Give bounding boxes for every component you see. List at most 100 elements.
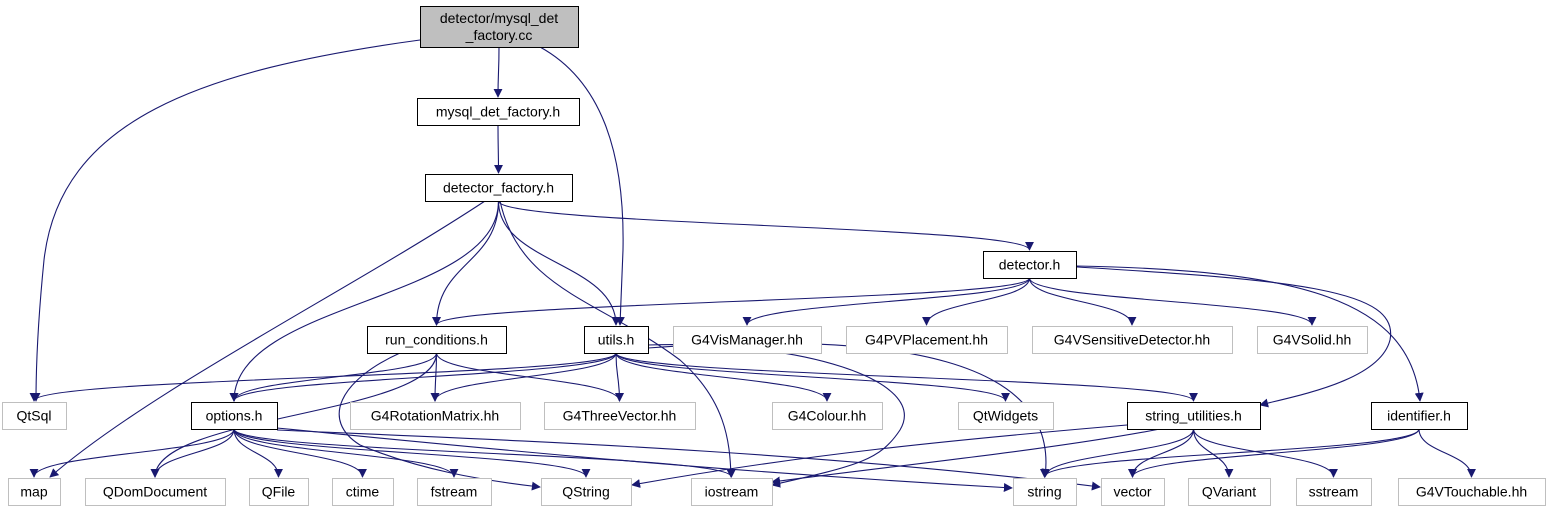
node-label: detector_factory.h bbox=[443, 180, 554, 196]
edge-detector-factory-h-to-map bbox=[49, 200, 486, 478]
node-label: fstream bbox=[431, 484, 478, 500]
node-run-conditions-h[interactable]: run_conditions.h bbox=[367, 326, 507, 354]
node-G4ThreeVector[interactable]: G4ThreeVector.hh bbox=[544, 402, 696, 430]
node-box bbox=[772, 402, 883, 430]
node-label: G4PVPlacement.hh bbox=[865, 332, 988, 348]
node-G4Colour[interactable]: G4Colour.hh bbox=[772, 402, 883, 430]
node-map[interactable]: map bbox=[8, 478, 61, 506]
node-string-utilities-h[interactable]: string_utilities.h bbox=[1127, 402, 1261, 430]
node-label: vector bbox=[1113, 484, 1151, 500]
node-G4RotationMatrix[interactable]: G4RotationMatrix.hh bbox=[350, 402, 521, 430]
node-G4VSolid[interactable]: G4VSolid.hh bbox=[1257, 326, 1368, 354]
node-box bbox=[85, 478, 226, 506]
edge-detector-h-to-string-utilities-h bbox=[1059, 265, 1392, 408]
node-label: string bbox=[1027, 484, 1061, 500]
nodes: detector/mysql_det_factory.cc mysql_det_f… bbox=[2, 6, 1546, 506]
edge-mysql-det-factory-h-to-detector-factory-h bbox=[493, 124, 503, 174]
edge-options-h-to-QFile bbox=[233, 428, 283, 478]
edge-utils-h-to-G4Colour bbox=[615, 352, 832, 402]
node-box bbox=[2, 402, 67, 430]
edge-options-h-to-QString bbox=[233, 428, 591, 478]
edge-detector-factory-h-to-run-conditions-h bbox=[432, 200, 500, 326]
node-box bbox=[8, 478, 61, 506]
edges bbox=[29, 39, 1476, 493]
edge-detector-h-to-G4VSensitiveDetector bbox=[1028, 277, 1137, 326]
node-QDomDocument[interactable]: QDomDocument bbox=[85, 478, 226, 506]
edge-string-utilities-h-to-string bbox=[1040, 428, 1195, 478]
edge-identifier-h-to-string bbox=[1040, 428, 1420, 478]
edge-options-h-to-QDomDocument bbox=[150, 428, 235, 478]
edge-options-h-to-map bbox=[29, 428, 235, 478]
node-box bbox=[1013, 478, 1077, 506]
edge-factory-cc-to-mysql-det-factory-h bbox=[493, 46, 503, 98]
edge-factory-cc-to-utils-h bbox=[539, 46, 625, 326]
edge-options-h-to-vector bbox=[276, 429, 1101, 491]
node-label: identifier.h bbox=[1387, 408, 1451, 424]
node-options-h[interactable]: options.h bbox=[191, 402, 278, 430]
node-label: G4ThreeVector.hh bbox=[563, 408, 677, 424]
node-string[interactable]: string bbox=[1013, 478, 1077, 506]
node-QString[interactable]: QString bbox=[541, 478, 632, 506]
node-label: G4VisManager.hh bbox=[691, 332, 803, 348]
node-box bbox=[846, 326, 1008, 354]
node-label: QVariant bbox=[1202, 484, 1256, 500]
edge-string-utilities-h-to-QVariant bbox=[1192, 428, 1234, 478]
edge-utils-h-to-options-h bbox=[229, 352, 617, 402]
node-label: iostream bbox=[705, 484, 759, 500]
node-factory-cc[interactable]: detector/mysql_det_factory.cc bbox=[420, 6, 579, 48]
node-detector-factory-h[interactable]: detector_factory.h bbox=[425, 174, 573, 202]
node-iostream[interactable]: iostream bbox=[691, 478, 773, 506]
node-box bbox=[191, 402, 278, 430]
edge-utils-h-to-QtWidgets bbox=[615, 352, 1010, 402]
node-identifier-h[interactable]: identifier.h bbox=[1371, 402, 1468, 430]
edge-run-conditions-h-to-QDomDocument bbox=[150, 352, 438, 478]
edge-options-h-to-fstream bbox=[233, 428, 459, 478]
node-box bbox=[691, 478, 773, 506]
node-label: QtSql bbox=[16, 408, 51, 424]
edge-utils-h-to-string-utilities-h bbox=[615, 352, 1198, 402]
edge-detector-h-to-G4PVPlacement bbox=[922, 277, 1031, 326]
node-sstream[interactable]: sstream bbox=[1296, 478, 1372, 506]
edge-string-utilities-h-to-QString bbox=[631, 424, 1128, 489]
node-QtSql[interactable]: QtSql bbox=[2, 402, 67, 430]
node-box bbox=[249, 478, 309, 506]
edge-detector-h-to-G4VSolid bbox=[1028, 277, 1317, 326]
node-utils-h[interactable]: utils.h bbox=[584, 326, 649, 354]
node-mysql-det-factory-h[interactable]: mysql_det_factory.h bbox=[417, 98, 580, 126]
edge-detector-h-to-identifier-h bbox=[1075, 265, 1424, 402]
node-label: detector/mysql_det bbox=[440, 10, 558, 26]
edge-string-utilities-h-to-sstream bbox=[1192, 428, 1338, 478]
node-box bbox=[958, 402, 1054, 430]
node-QtWidgets[interactable]: QtWidgets bbox=[958, 402, 1054, 430]
node-box bbox=[425, 174, 573, 202]
node-G4VSensitiveDetector[interactable]: G4VSensitiveDetector.hh bbox=[1032, 326, 1233, 354]
node-label: utils.h bbox=[598, 332, 635, 348]
node-G4VisManager[interactable]: G4VisManager.hh bbox=[673, 326, 822, 354]
edge-options-h-to-iostream bbox=[233, 428, 736, 478]
node-G4PVPlacement[interactable]: G4PVPlacement.hh bbox=[846, 326, 1008, 354]
node-QVariant[interactable]: QVariant bbox=[1188, 478, 1271, 506]
node-label: QString bbox=[562, 484, 609, 500]
edge-detector-factory-h-to-detector-h bbox=[497, 200, 1034, 251]
edge-detector-factory-h-to-iostream bbox=[499, 200, 736, 478]
node-label: sstream bbox=[1309, 484, 1359, 500]
node-box bbox=[1296, 478, 1372, 506]
node-label: QDomDocument bbox=[103, 484, 207, 500]
node-QFile[interactable]: QFile bbox=[249, 478, 309, 506]
node-label: QFile bbox=[262, 484, 296, 500]
node-fstream[interactable]: fstream bbox=[417, 478, 492, 506]
node-vector[interactable]: vector bbox=[1101, 478, 1165, 506]
node-label: ctime bbox=[346, 484, 380, 500]
edge-utils-h-to-G4ThreeVector bbox=[614, 352, 624, 402]
edge-detector-factory-h-to-utils-h bbox=[497, 200, 621, 326]
node-box bbox=[1032, 326, 1233, 354]
node-label: _factory.cc bbox=[465, 27, 533, 43]
node-ctime[interactable]: ctime bbox=[332, 478, 394, 506]
node-box bbox=[1101, 478, 1165, 506]
node-box bbox=[332, 478, 394, 506]
node-detector-h[interactable]: detector.h bbox=[983, 251, 1077, 279]
node-label: map bbox=[20, 484, 47, 500]
node-G4VTouchable[interactable]: G4VTouchable.hh bbox=[1398, 478, 1546, 506]
node-box bbox=[544, 402, 696, 430]
